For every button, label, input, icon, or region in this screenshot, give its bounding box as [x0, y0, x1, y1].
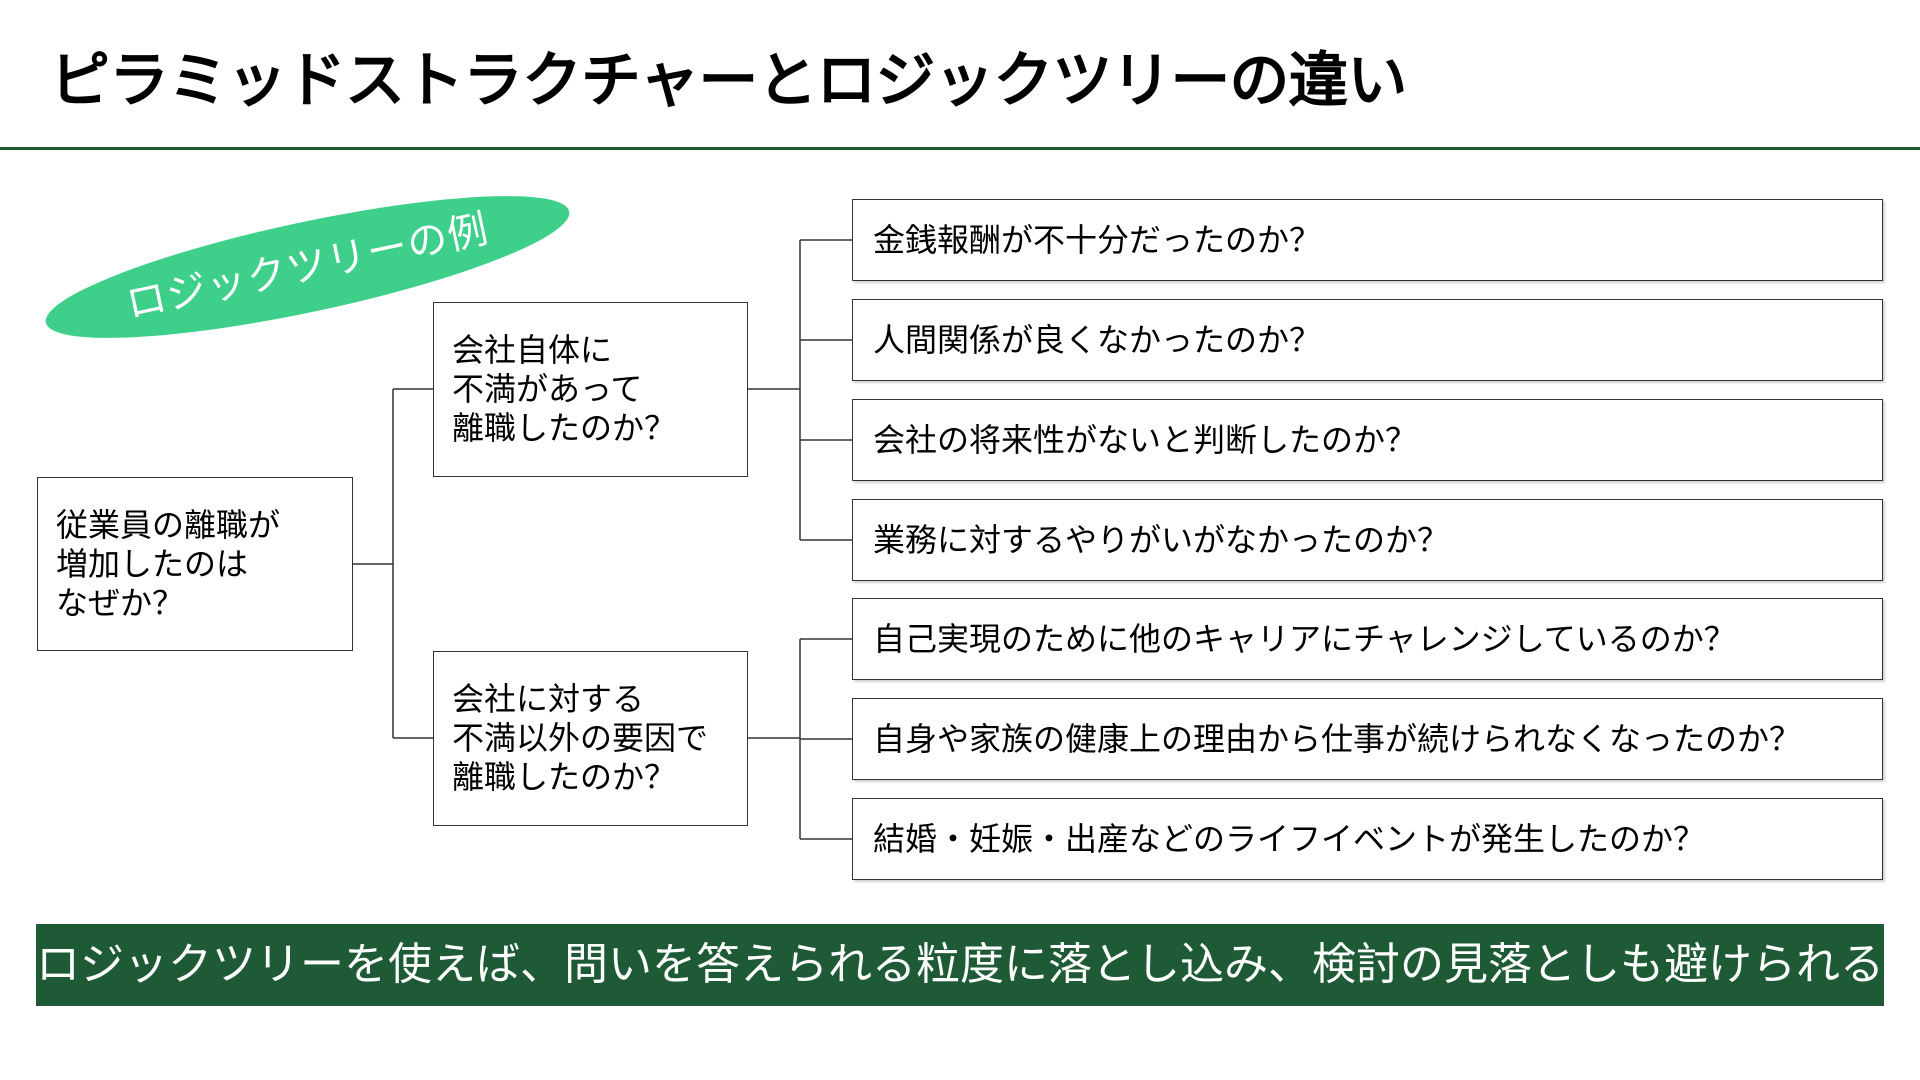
branch-text-2: 会社に対する 不満以外の要因で 離職したのか？	[452, 680, 709, 796]
leaf-box-1-3: 会社の将来性がないと判断したのか？	[852, 399, 1883, 481]
leaf-text: 金銭報酬が不十分だったのか？	[873, 220, 1322, 259]
leaf-box-1-4: 業務に対するやりがいがなかったのか？	[852, 499, 1883, 581]
leaf-text: 自己実現のために他のキャリアにチャレンジしているのか？	[873, 619, 1736, 658]
leaf-box-2-2: 自身や家族の健康上の理由から仕事が続けられなくなったのか？	[852, 698, 1883, 780]
leaf-text: 人間関係が良くなかったのか？	[873, 320, 1322, 359]
page-title: ピラミッドストラクチャーとロジックツリーの違い	[50, 46, 1407, 116]
leaf-box-2-1: 自己実現のために他のキャリアにチャレンジしているのか？	[852, 598, 1883, 680]
branch-box-2: 会社に対する 不満以外の要因で 離職したのか？	[433, 651, 748, 826]
leaf-text: 会社の将来性がないと判断したのか？	[873, 420, 1418, 459]
leaf-text: 結婚・妊娠・出産などのライフイベントが発生したのか？	[873, 819, 1706, 858]
leaf-text: 自身や家族の健康上の理由から仕事が続けられなくなったのか？	[873, 719, 1802, 758]
leaf-box-2-3: 結婚・妊娠・出産などのライフイベントが発生したのか？	[852, 798, 1883, 880]
title-underline	[0, 147, 1920, 150]
conclusion-banner: ロジックツリーを使えば、問いを答えられる粒度に落とし込み、検討の見落としも避けら…	[36, 924, 1884, 1006]
root-question-box: 従業員の離職が 増加したのは なぜか？	[37, 477, 353, 651]
leaf-box-1-2: 人間関係が良くなかったのか？	[852, 299, 1883, 381]
root-question-text: 従業員の離職が 増加したのは なぜか？	[56, 505, 281, 622]
leaf-text: 業務に対するやりがいがなかったのか？	[873, 520, 1450, 559]
branch-box-1: 会社自体に 不満があって 離職したのか？	[433, 302, 748, 477]
branch-text-1: 会社自体に 不満があって 離職したのか？	[452, 331, 677, 447]
leaf-box-1-1: 金銭報酬が不十分だったのか？	[852, 199, 1883, 281]
